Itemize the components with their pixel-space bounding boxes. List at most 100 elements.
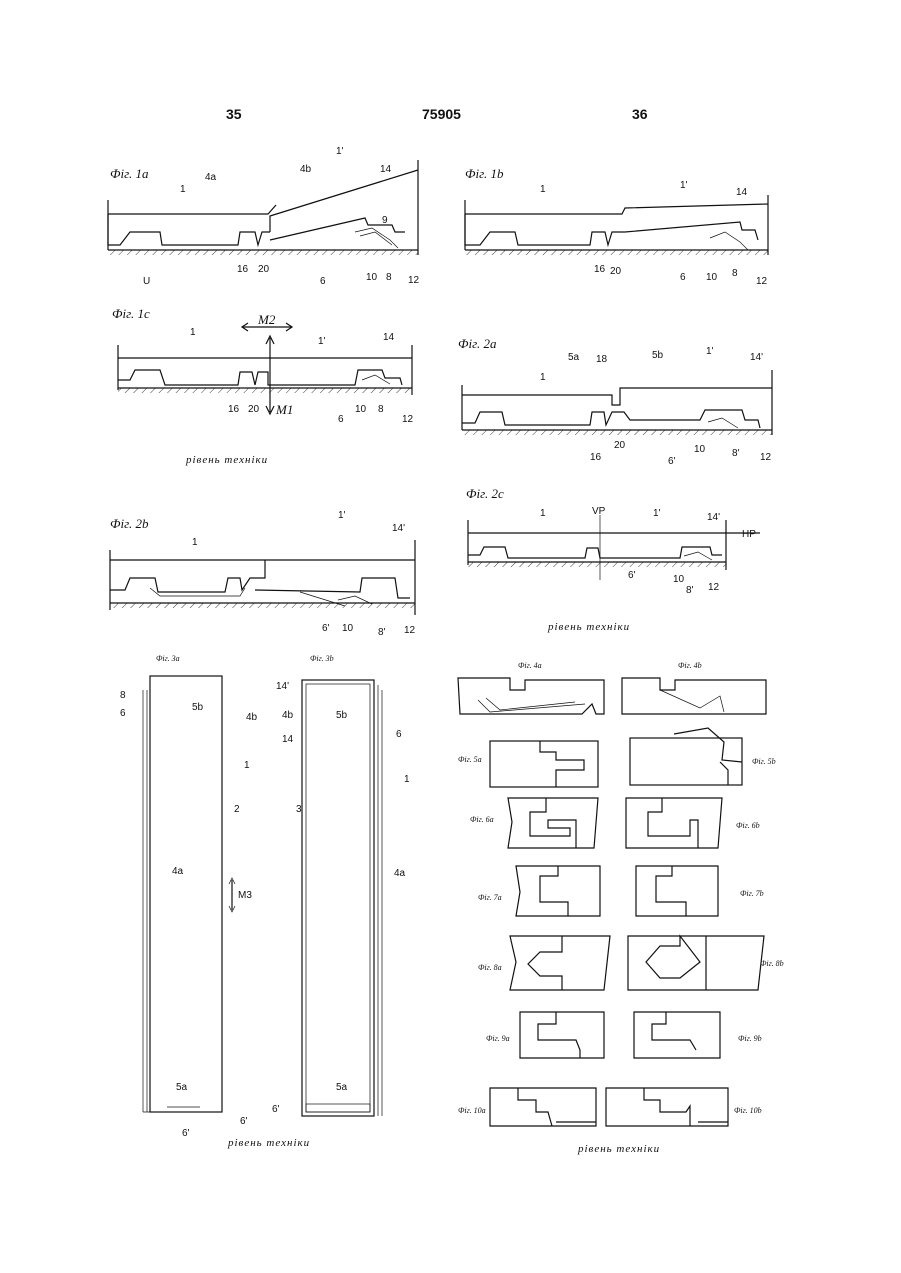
- svg-text:5b: 5b: [652, 350, 664, 361]
- figure-9: Фіг. 9a Фіг. 9b: [486, 1012, 762, 1058]
- svg-text:1': 1': [338, 510, 346, 521]
- svg-text:4a: 4a: [394, 868, 406, 879]
- figure-10: Фіг. 10a Фіг. 10b рівень техніки: [458, 1088, 762, 1155]
- svg-text:1': 1': [336, 146, 344, 157]
- svg-text:20: 20: [614, 440, 626, 451]
- svg-text:14': 14': [276, 681, 289, 692]
- svg-text:10: 10: [355, 404, 367, 415]
- svg-text:M1: M1: [275, 402, 293, 417]
- figure-8: Фіг. 8a Фіг. 8b: [478, 936, 784, 990]
- svg-text:1: 1: [190, 327, 196, 338]
- svg-text:Фіг. 7b: Фіг. 7b: [740, 889, 764, 898]
- svg-text:Фіг. 6b: Фіг. 6b: [736, 821, 760, 830]
- svg-text:5a: 5a: [176, 1082, 188, 1093]
- svg-text:4b: 4b: [282, 710, 294, 721]
- svg-text:14: 14: [736, 187, 748, 198]
- svg-text:12: 12: [408, 275, 420, 286]
- svg-text:VP: VP: [592, 506, 606, 517]
- svg-text:12: 12: [760, 452, 772, 463]
- svg-text:1': 1': [318, 336, 326, 347]
- figure-5: Фіг. 5a Фіг. 5b: [458, 728, 776, 787]
- svg-text:5b: 5b: [192, 702, 204, 713]
- svg-text:3: 3: [296, 804, 302, 815]
- svg-text:1: 1: [180, 184, 186, 195]
- svg-text:16: 16: [228, 404, 240, 415]
- svg-text:8: 8: [120, 690, 126, 701]
- svg-text:12: 12: [708, 582, 720, 593]
- svg-text:1: 1: [404, 774, 410, 785]
- svg-text:5b: 5b: [336, 710, 348, 721]
- svg-text:1: 1: [540, 372, 546, 383]
- svg-text:Фіг. 9a: Фіг. 9a: [486, 1034, 510, 1043]
- svg-text:5a: 5a: [336, 1082, 348, 1093]
- svg-text:1: 1: [540, 508, 546, 519]
- fig-title: Фіг. 1c: [112, 306, 150, 321]
- svg-text:6: 6: [338, 414, 344, 425]
- figure-2a: Фіг. 2a 1 5a 18 5b 1' 14' 16 20 6' 10 8'…: [458, 336, 772, 467]
- svg-text:Фіг. 4a: Фіг. 4a: [518, 661, 542, 670]
- svg-text:20: 20: [248, 404, 260, 415]
- svg-text:16: 16: [237, 264, 249, 275]
- svg-text:14: 14: [383, 332, 395, 343]
- figure-2b: Фіг. 2b 1 1' 14' 6' 10 8' 12: [110, 510, 416, 638]
- svg-text:Фіг. 7a: Фіг. 7a: [478, 893, 502, 902]
- svg-text:6': 6': [628, 570, 636, 581]
- svg-text:16: 16: [590, 452, 602, 463]
- svg-text:6': 6': [322, 623, 330, 634]
- svg-text:6': 6': [668, 456, 676, 467]
- svg-text:M3: M3: [238, 890, 252, 901]
- svg-text:HP: HP: [742, 529, 756, 540]
- svg-text:9: 9: [382, 215, 388, 226]
- svg-text:Фіг. 10b: Фіг. 10b: [734, 1106, 762, 1115]
- prior-art-caption: рівень техніки: [185, 454, 268, 466]
- svg-text:Фіг. 8b: Фіг. 8b: [760, 959, 784, 968]
- svg-text:10: 10: [706, 272, 718, 283]
- svg-text:10: 10: [366, 272, 378, 283]
- fig-title: Фіг. 2c: [466, 486, 504, 501]
- svg-text:Фіг. 5b: Фіг. 5b: [752, 757, 776, 766]
- svg-text:8: 8: [386, 272, 392, 283]
- svg-text:1': 1': [706, 346, 714, 357]
- fig-title: Фіг. 1b: [465, 166, 504, 181]
- svg-text:14': 14': [392, 523, 405, 534]
- svg-text:8': 8': [686, 585, 694, 596]
- svg-text:18: 18: [596, 354, 608, 365]
- svg-text:1: 1: [244, 760, 250, 771]
- fig-title: Фіг. 2b: [110, 516, 149, 531]
- svg-text:6': 6': [182, 1128, 190, 1139]
- figure-6: Фіг. 6a Фіг. 6b: [470, 798, 760, 848]
- svg-text:10: 10: [673, 574, 685, 585]
- svg-text:10: 10: [694, 444, 706, 455]
- svg-text:1': 1': [680, 180, 688, 191]
- svg-text:1': 1': [653, 508, 661, 519]
- svg-text:6: 6: [680, 272, 686, 283]
- svg-text:1: 1: [540, 184, 546, 195]
- svg-text:12: 12: [404, 625, 416, 636]
- svg-text:10: 10: [342, 623, 354, 634]
- svg-text:U: U: [143, 276, 150, 287]
- svg-text:20: 20: [258, 264, 270, 275]
- svg-text:Фіг. 5a: Фіг. 5a: [458, 755, 482, 764]
- figure-1b: Фіг. 1b 1 1' 14 16 20 6 10 8 12: [465, 166, 768, 287]
- svg-text:4a: 4a: [205, 172, 217, 183]
- svg-text:6: 6: [396, 729, 402, 740]
- prior-art-caption: рівень техніки: [547, 621, 630, 633]
- figure-2c: Фіг. 2c 1 VP 1' 14' HP 6' 10 8' 12 рівен…: [466, 486, 760, 633]
- svg-text:4b: 4b: [300, 164, 312, 175]
- svg-text:14': 14': [750, 352, 763, 363]
- figure-3b: Фіг. 3b 14' 4b 5b 14 6 3 1 4a 5a 6' ріве…: [227, 654, 410, 1149]
- svg-text:Фіг. 9b: Фіг. 9b: [738, 1034, 762, 1043]
- svg-text:8': 8': [732, 448, 740, 459]
- figure-3a: Фіг. 3a 8 6 5b 4b 1 2 4a M3 5a 6' 6': [120, 654, 258, 1139]
- svg-text:4b: 4b: [246, 712, 258, 723]
- figure-7: Фіг. 7a Фіг. 7b: [478, 866, 764, 916]
- fig-title: Фіг. 3a: [156, 654, 180, 663]
- svg-text:14': 14': [707, 512, 720, 523]
- prior-art-caption: рівень техніки: [227, 1137, 310, 1149]
- svg-text:2: 2: [234, 804, 240, 815]
- figure-1a: Фіг. 1а 1 4a 4b 1' 14 9 16 20 6 10 8 12 …: [108, 146, 420, 287]
- svg-text:6: 6: [320, 276, 326, 287]
- svg-text:12: 12: [756, 276, 768, 287]
- figure-1c: Фіг. 1c 1 1' 14 16 20 6 10 8 12 M2 M1 рі…: [112, 306, 414, 466]
